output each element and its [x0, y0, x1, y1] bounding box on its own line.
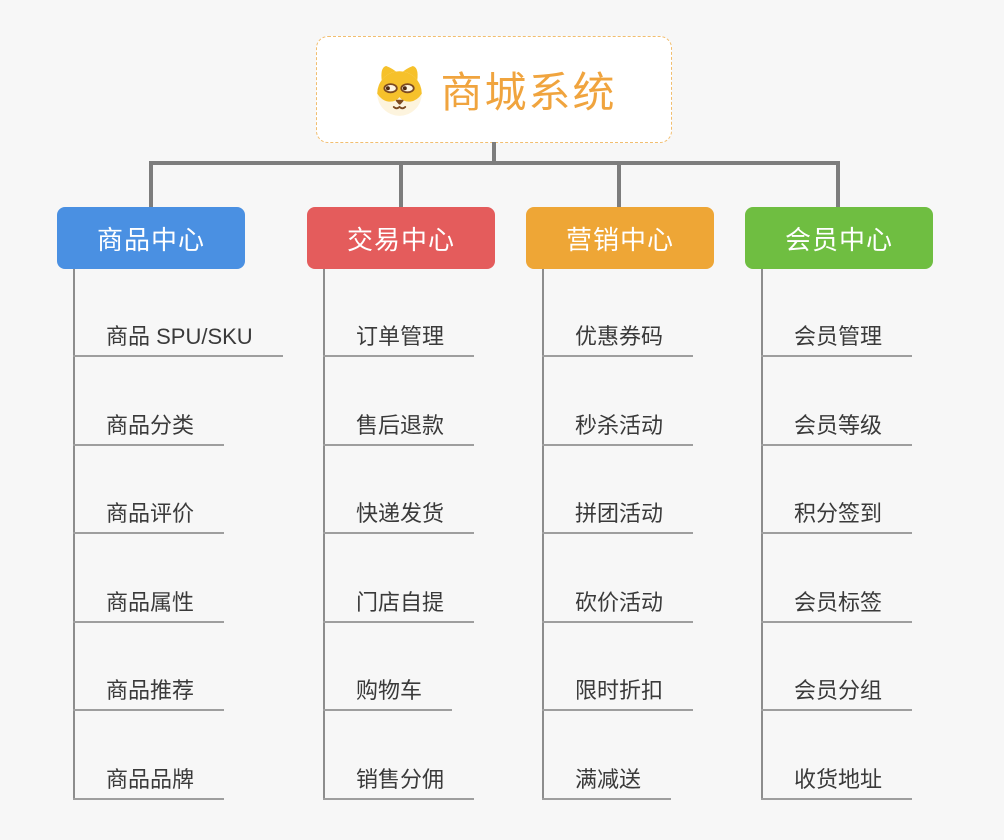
branch-node-product-center[interactable]: 商品中心 [57, 207, 245, 269]
leaf-label: 收货地址 [794, 767, 883, 792]
leaf-label: 会员管理 [794, 324, 883, 349]
leaf-label: 快递发货 [356, 501, 445, 526]
connector-bus-line [149, 161, 840, 165]
branch-trade-center: 交易中心 订单管理 售后退款 快递发货 门店自提 购物车 销售分佣 [307, 207, 567, 807]
leaf-label: 满减送 [575, 767, 642, 792]
leaf-label: 门店自提 [356, 590, 445, 615]
leaf-label: 会员等级 [794, 413, 883, 438]
branch-member-center: 会员中心 会员管理 会员等级 积分签到 会员标签 会员分组 收货地址 [745, 207, 1004, 807]
leaf-node[interactable]: 商品推荐 [73, 665, 225, 711]
leaf-node[interactable]: 会员标签 [761, 577, 913, 623]
leaf-label: 商品属性 [106, 590, 195, 615]
branch-node-trade-center[interactable]: 交易中心 [307, 207, 495, 269]
leaf-label: 会员分组 [794, 678, 883, 703]
leaf-node[interactable]: 拼团活动 [542, 488, 694, 534]
connector-drop-trade [399, 162, 403, 207]
leaf-node[interactable]: 销售分佣 [323, 754, 475, 800]
leaf-node[interactable]: 订单管理 [323, 311, 475, 357]
dog-face-icon [377, 65, 423, 116]
leaf-label: 商品 SPU/SKU [106, 324, 253, 349]
leaf-node[interactable]: 限时折扣 [542, 665, 694, 711]
leaf-label: 订单管理 [356, 324, 445, 349]
root-title: 商城系统 [440, 69, 617, 116]
connector-drop-product [149, 162, 153, 207]
leaf-node[interactable]: 会员管理 [761, 311, 913, 357]
leaf-label: 优惠券码 [575, 324, 664, 349]
leaf-label: 商品品牌 [106, 767, 195, 792]
leaf-label: 商品评价 [106, 501, 195, 526]
branch-connector-line [761, 269, 763, 800]
leaf-label: 秒杀活动 [575, 413, 664, 438]
leaf-label: 售后退款 [356, 413, 445, 438]
leaf-node[interactable]: 商品品牌 [73, 754, 225, 800]
leaf-label: 购物车 [356, 678, 423, 703]
leaf-label: 限时折扣 [575, 678, 664, 703]
branch-connector-line [323, 269, 325, 800]
leaf-node[interactable]: 商品分类 [73, 400, 225, 446]
leaf-node[interactable]: 会员分组 [761, 665, 913, 711]
root-node-mall-system[interactable]: 商城系统 [316, 36, 672, 143]
leaf-label: 拼团活动 [575, 501, 664, 526]
leaf-node[interactable]: 购物车 [323, 665, 453, 711]
branch-product-center: 商品中心 商品 SPU/SKU 商品分类 商品评价 商品属性 商品推荐 商品品牌 [57, 207, 317, 807]
connector-drop-marketing [617, 162, 621, 207]
leaf-label: 会员标签 [794, 590, 883, 615]
leaf-node[interactable]: 砍价活动 [542, 577, 694, 623]
leaf-label: 商品推荐 [106, 678, 195, 703]
leaf-node[interactable]: 商品属性 [73, 577, 225, 623]
leaf-node[interactable]: 会员等级 [761, 400, 913, 446]
leaf-node[interactable]: 优惠券码 [542, 311, 694, 357]
connector-root-stem [492, 142, 496, 163]
leaf-node[interactable]: 门店自提 [323, 577, 475, 623]
leaf-node[interactable]: 秒杀活动 [542, 400, 694, 446]
leaf-node[interactable]: 满减送 [542, 754, 672, 800]
leaf-label: 销售分佣 [356, 767, 445, 792]
branch-connector-line [73, 269, 75, 800]
leaf-label: 积分签到 [794, 501, 883, 526]
branch-marketing-center: 营销中心 优惠券码 秒杀活动 拼团活动 砍价活动 限时折扣 满减送 [526, 207, 786, 807]
leaf-label: 商品分类 [106, 413, 195, 438]
branch-node-marketing-center[interactable]: 营销中心 [526, 207, 714, 269]
leaf-node[interactable]: 快递发货 [323, 488, 475, 534]
leaf-node[interactable]: 商品评价 [73, 488, 225, 534]
branch-connector-line [542, 269, 544, 800]
leaf-node[interactable]: 收货地址 [761, 754, 913, 800]
leaf-node[interactable]: 商品 SPU/SKU [73, 311, 283, 357]
branch-node-member-center[interactable]: 会员中心 [745, 207, 933, 269]
leaf-node[interactable]: 积分签到 [761, 488, 913, 534]
leaf-node[interactable]: 售后退款 [323, 400, 475, 446]
connector-drop-member [836, 162, 840, 207]
leaf-label: 砍价活动 [575, 590, 664, 615]
